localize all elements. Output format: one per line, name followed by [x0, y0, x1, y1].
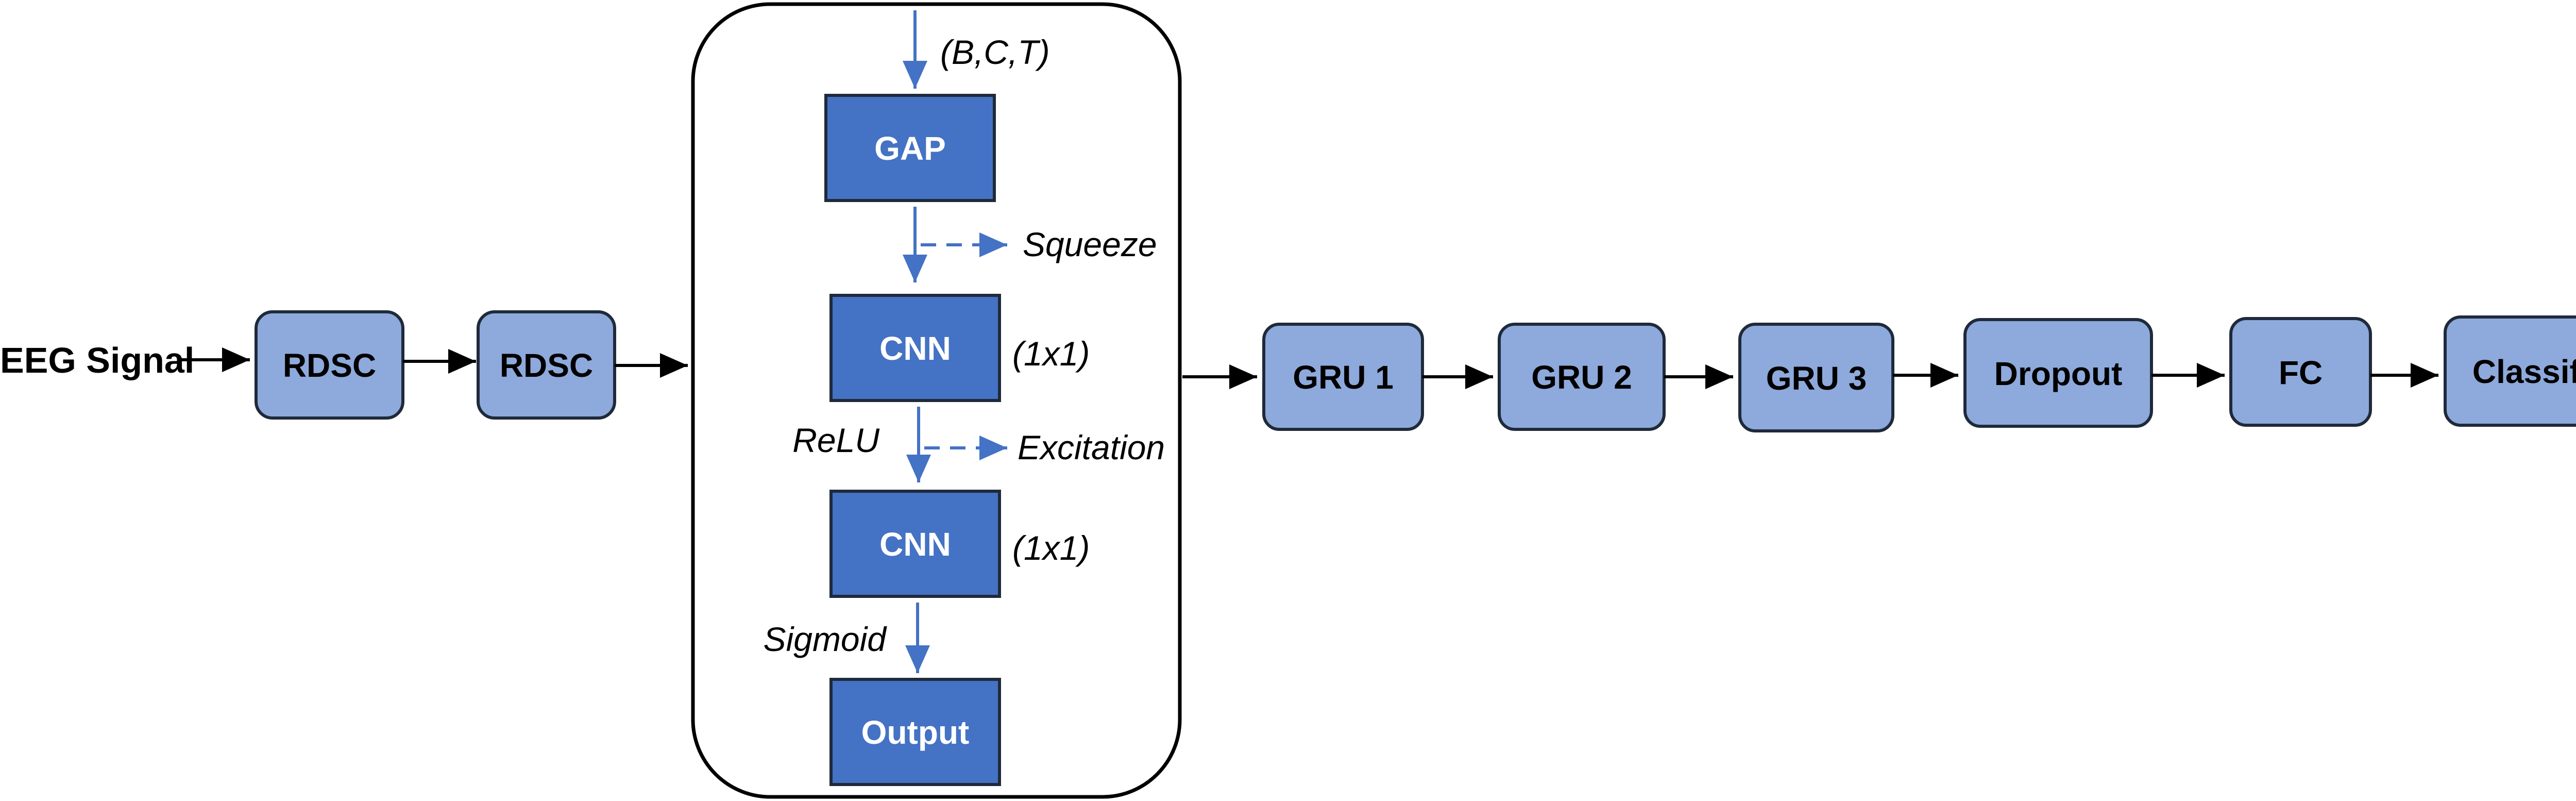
dropout-node: Dropout [1963, 318, 2153, 428]
kernel-size-label-2: (1x1) [1012, 529, 1090, 567]
output-node-label: Output [861, 714, 970, 751]
fc-node-label: FC [2279, 354, 2323, 391]
cnn-node-2-label: CNN [879, 526, 951, 563]
gru-node-2-label: GRU 2 [1531, 359, 1632, 396]
gru-node-2: GRU 2 [1498, 323, 1666, 431]
rdsc-node-1: RDSC [255, 310, 404, 420]
squeeze-label: Squeeze [1023, 225, 1157, 263]
kernel-size-label-1: (1x1) [1012, 335, 1090, 373]
rdsc-node-2-label: RDSC [500, 347, 593, 384]
fc-node: FC [2229, 317, 2372, 427]
excitation-label: Excitation [1018, 428, 1165, 466]
output-node: Output [829, 678, 1001, 786]
cnn-node-1: CNN [829, 294, 1001, 402]
gru-node-1-label: GRU 1 [1293, 359, 1394, 396]
classifier-node: Classifier [2444, 315, 2576, 427]
dropout-node-label: Dropout [1994, 355, 2123, 392]
gru-node-3-label: GRU 3 [1766, 360, 1867, 397]
cnn-node-2: CNN [829, 490, 1001, 598]
squeeze-excitation-block [691, 2, 1182, 799]
gap-node-label: GAP [874, 130, 946, 167]
relu-label: ReLU [792, 421, 879, 459]
cnn-node-1-label: CNN [879, 330, 951, 367]
rdsc-node-2: RDSC [477, 310, 616, 420]
classifier-node-label: Classifier [2472, 353, 2576, 390]
gru-node-3: GRU 3 [1738, 323, 1894, 432]
input-label: EEG Signal [0, 340, 194, 380]
input-shape-label: (B,C,T) [940, 33, 1050, 71]
sigmoid-label: Sigmoid [764, 620, 888, 658]
gru-node-1: GRU 1 [1262, 323, 1424, 431]
rdsc-node-1-label: RDSC [283, 347, 376, 384]
gap-node: GAP [824, 94, 996, 202]
